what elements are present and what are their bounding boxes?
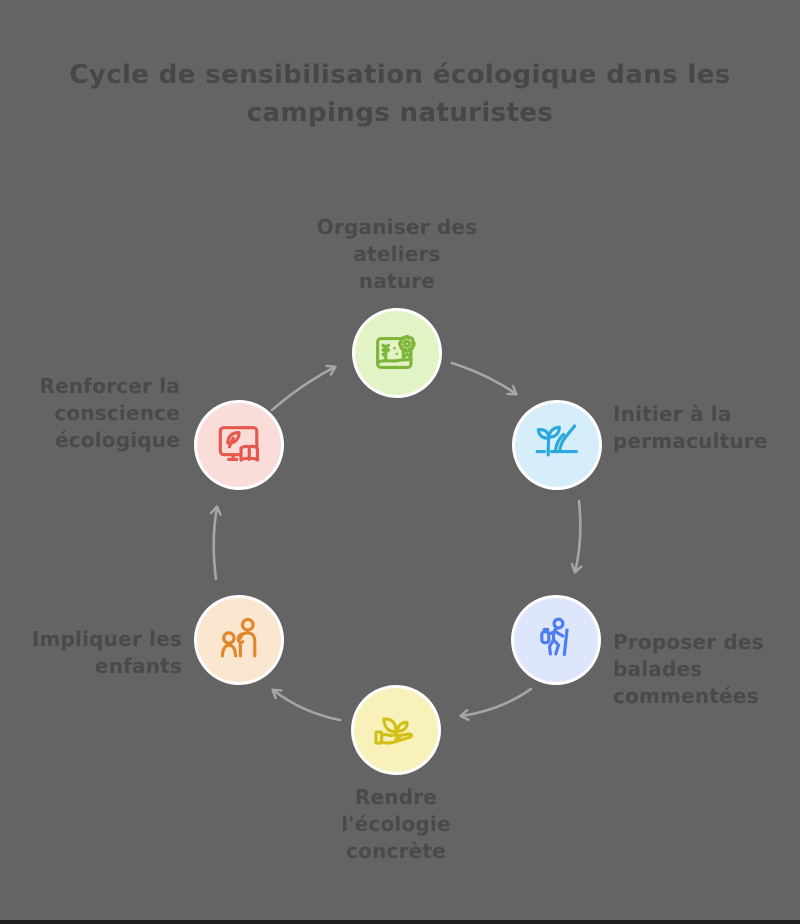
hand-leaves-icon	[374, 717, 414, 745]
step-node-ecologie	[351, 685, 441, 775]
step-node-enfants	[194, 595, 284, 685]
arrow-ateliers-to-permaculture	[450, 361, 518, 396]
step-label-ateliers: Organiser des ateliers nature	[316, 215, 478, 293]
arrow-permaculture-to-balades	[570, 499, 583, 574]
step-node-balades	[511, 595, 601, 685]
step-node-ateliers	[352, 308, 442, 398]
step-label-permaculture: Initier à la permaculture	[613, 402, 768, 453]
hiker-icon	[540, 617, 569, 656]
step-label-conscience: Renforcer la conscience écologique	[39, 374, 180, 452]
step-node-permaculture	[512, 400, 602, 490]
landscape-award-icon	[376, 334, 416, 369]
adult-child-icon	[220, 617, 257, 658]
step-label-ecologie: Rendre l'écologie concrète	[341, 785, 451, 863]
monitor-book-icon	[218, 426, 260, 462]
arrow-enfants-to-conscience	[209, 505, 222, 581]
bottom-edge-bar	[0, 920, 800, 924]
step-label-enfants: Impliquer les enfants	[31, 627, 182, 678]
sprout-trowel-icon	[535, 424, 578, 457]
arrow-balades-to-ecologie	[459, 687, 533, 721]
step-node-conscience	[194, 400, 284, 490]
arrow-conscience-to-ateliers	[270, 364, 337, 412]
step-label-balades: Proposer des balades commentées	[613, 630, 764, 708]
arrow-ecologie-to-enfants	[271, 688, 342, 722]
diagram-title: Cycle de sensibilisation écologique dans…	[69, 60, 731, 128]
